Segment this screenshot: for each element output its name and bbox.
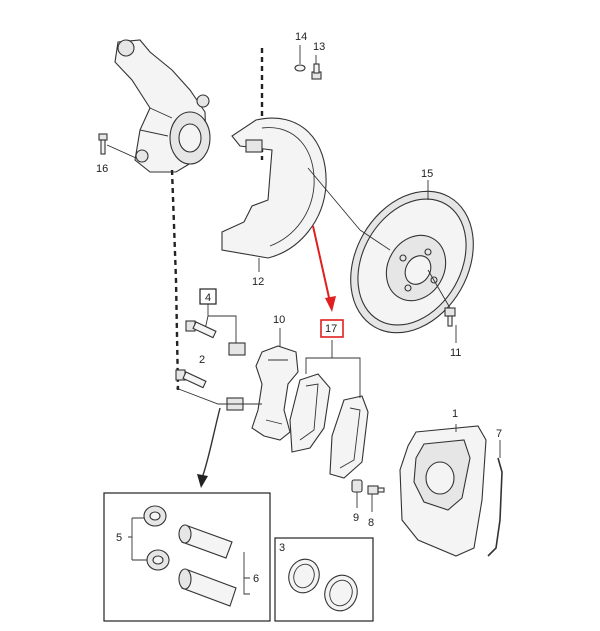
callout-5: 5 bbox=[116, 532, 122, 544]
brake-caliper bbox=[399, 424, 487, 557]
brake-disc bbox=[350, 190, 474, 334]
callout-10: 10 bbox=[273, 314, 285, 326]
sleeve-6-lower bbox=[178, 568, 237, 607]
callout-4: 4 bbox=[205, 292, 211, 304]
callout-15: 15 bbox=[421, 168, 433, 180]
detail-arrow bbox=[201, 407, 221, 479]
callout-1: 1 bbox=[452, 408, 458, 420]
steering-knuckle bbox=[114, 39, 211, 173]
assembly-line-caliper bbox=[170, 169, 180, 391]
callout-8: 8 bbox=[368, 517, 374, 529]
detail-box-seals bbox=[274, 537, 374, 622]
callout-14: 14 bbox=[295, 31, 307, 43]
boot-5-lower bbox=[146, 549, 170, 571]
callout-16: 16 bbox=[96, 163, 108, 175]
seal-rings bbox=[288, 558, 358, 612]
callout-6: 6 bbox=[253, 573, 259, 585]
brake-pads bbox=[289, 340, 369, 479]
callout-3: 3 bbox=[279, 542, 285, 554]
boot-5-upper bbox=[143, 505, 167, 527]
bushing-9 bbox=[351, 479, 363, 508]
callout-9: 9 bbox=[353, 512, 359, 524]
washer-14 bbox=[294, 45, 306, 72]
splash-shield bbox=[221, 117, 361, 259]
callout-12: 12 bbox=[252, 276, 264, 288]
guide-pin-group bbox=[175, 288, 246, 411]
highlight-box-17 bbox=[320, 319, 344, 338]
bleed-screw-8 bbox=[367, 485, 385, 512]
callout-17: 17 bbox=[325, 323, 337, 335]
sleeve-6-upper bbox=[178, 524, 233, 559]
callout-2: 2 bbox=[199, 354, 205, 366]
caliper-bracket bbox=[175, 328, 299, 441]
callout-11: 11 bbox=[450, 347, 461, 359]
callout-7: 7 bbox=[496, 428, 502, 440]
highlight-arrow bbox=[312, 225, 336, 312]
callout-13: 13 bbox=[313, 41, 325, 53]
bolt-11 bbox=[427, 269, 457, 343]
spring-clip bbox=[487, 440, 503, 557]
bolt-16 bbox=[98, 133, 137, 159]
bolt-13 bbox=[311, 55, 322, 80]
detail-box-pins bbox=[103, 492, 271, 622]
